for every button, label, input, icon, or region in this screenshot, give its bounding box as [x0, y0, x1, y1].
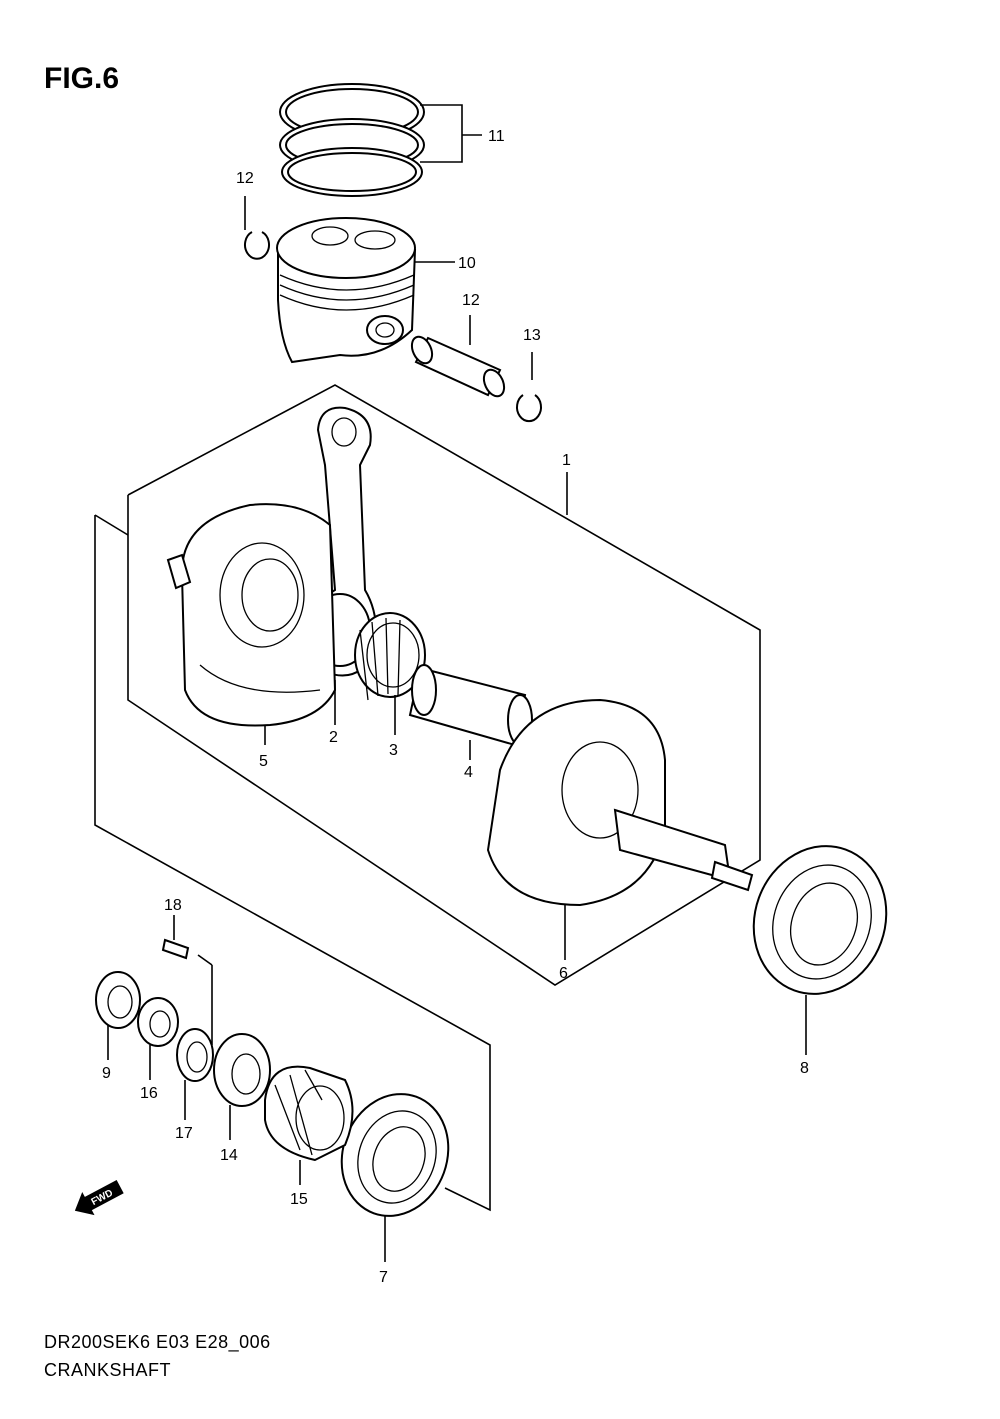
callout-7: 7 [379, 1269, 388, 1286]
primary-drive-gear [264, 1065, 354, 1162]
crank-pin-bearing [354, 612, 426, 701]
callout-4: 4 [464, 764, 473, 781]
crank-pin [408, 664, 533, 747]
right-crankshaft-bearing [752, 845, 888, 995]
callout-9: 9 [102, 1065, 111, 1082]
callout-1: 1 [562, 452, 571, 469]
callout-17: 17 [175, 1125, 193, 1142]
callout-14: 14 [220, 1147, 238, 1164]
callout-16: 16 [140, 1085, 158, 1102]
oil-seal [95, 971, 141, 1029]
callout-11: 11 [488, 128, 505, 145]
assembly-bracket-outer [94, 514, 491, 1212]
left-crankshaft-bearing [340, 1093, 450, 1217]
left-crank-flywheel [166, 503, 337, 727]
callout-10: 10 [458, 255, 476, 272]
callout-5: 5 [259, 753, 268, 770]
forward-arrow-icon: FWD [74, 1179, 124, 1216]
piston-ring-set [279, 83, 425, 197]
callout-13-right: 13 [523, 327, 541, 344]
leader-lines [107, 104, 807, 1262]
callout-6: 6 [559, 965, 568, 982]
forward-arrow-label: FWD [90, 1188, 115, 1208]
callout-13-left: 12 [236, 170, 254, 187]
piston [276, 217, 417, 364]
callout-15: 15 [290, 1191, 308, 1208]
crankshaft-nut [137, 997, 179, 1047]
drive-gear [213, 1033, 271, 1107]
piston-pin-circlip-left [244, 231, 270, 260]
diagram-code: DR200SEK6 E03 E28_006 [44, 1332, 271, 1352]
callout-2: 2 [329, 729, 338, 746]
callout-8: 8 [800, 1060, 809, 1077]
callout-12: 12 [462, 292, 480, 309]
figure-title: FIG.6 [44, 62, 120, 95]
diagram-name: CRANKSHAFT [44, 1360, 172, 1380]
piston-pin [410, 335, 506, 398]
piston-pin-circlip-right [516, 394, 542, 423]
right-crank-flywheel [486, 698, 754, 907]
assembly-bracket-1 [127, 384, 761, 986]
woodruff-key [161, 938, 190, 960]
callout-18: 18 [164, 897, 182, 914]
callout-3: 3 [389, 742, 398, 759]
lock-washer [176, 1028, 214, 1082]
